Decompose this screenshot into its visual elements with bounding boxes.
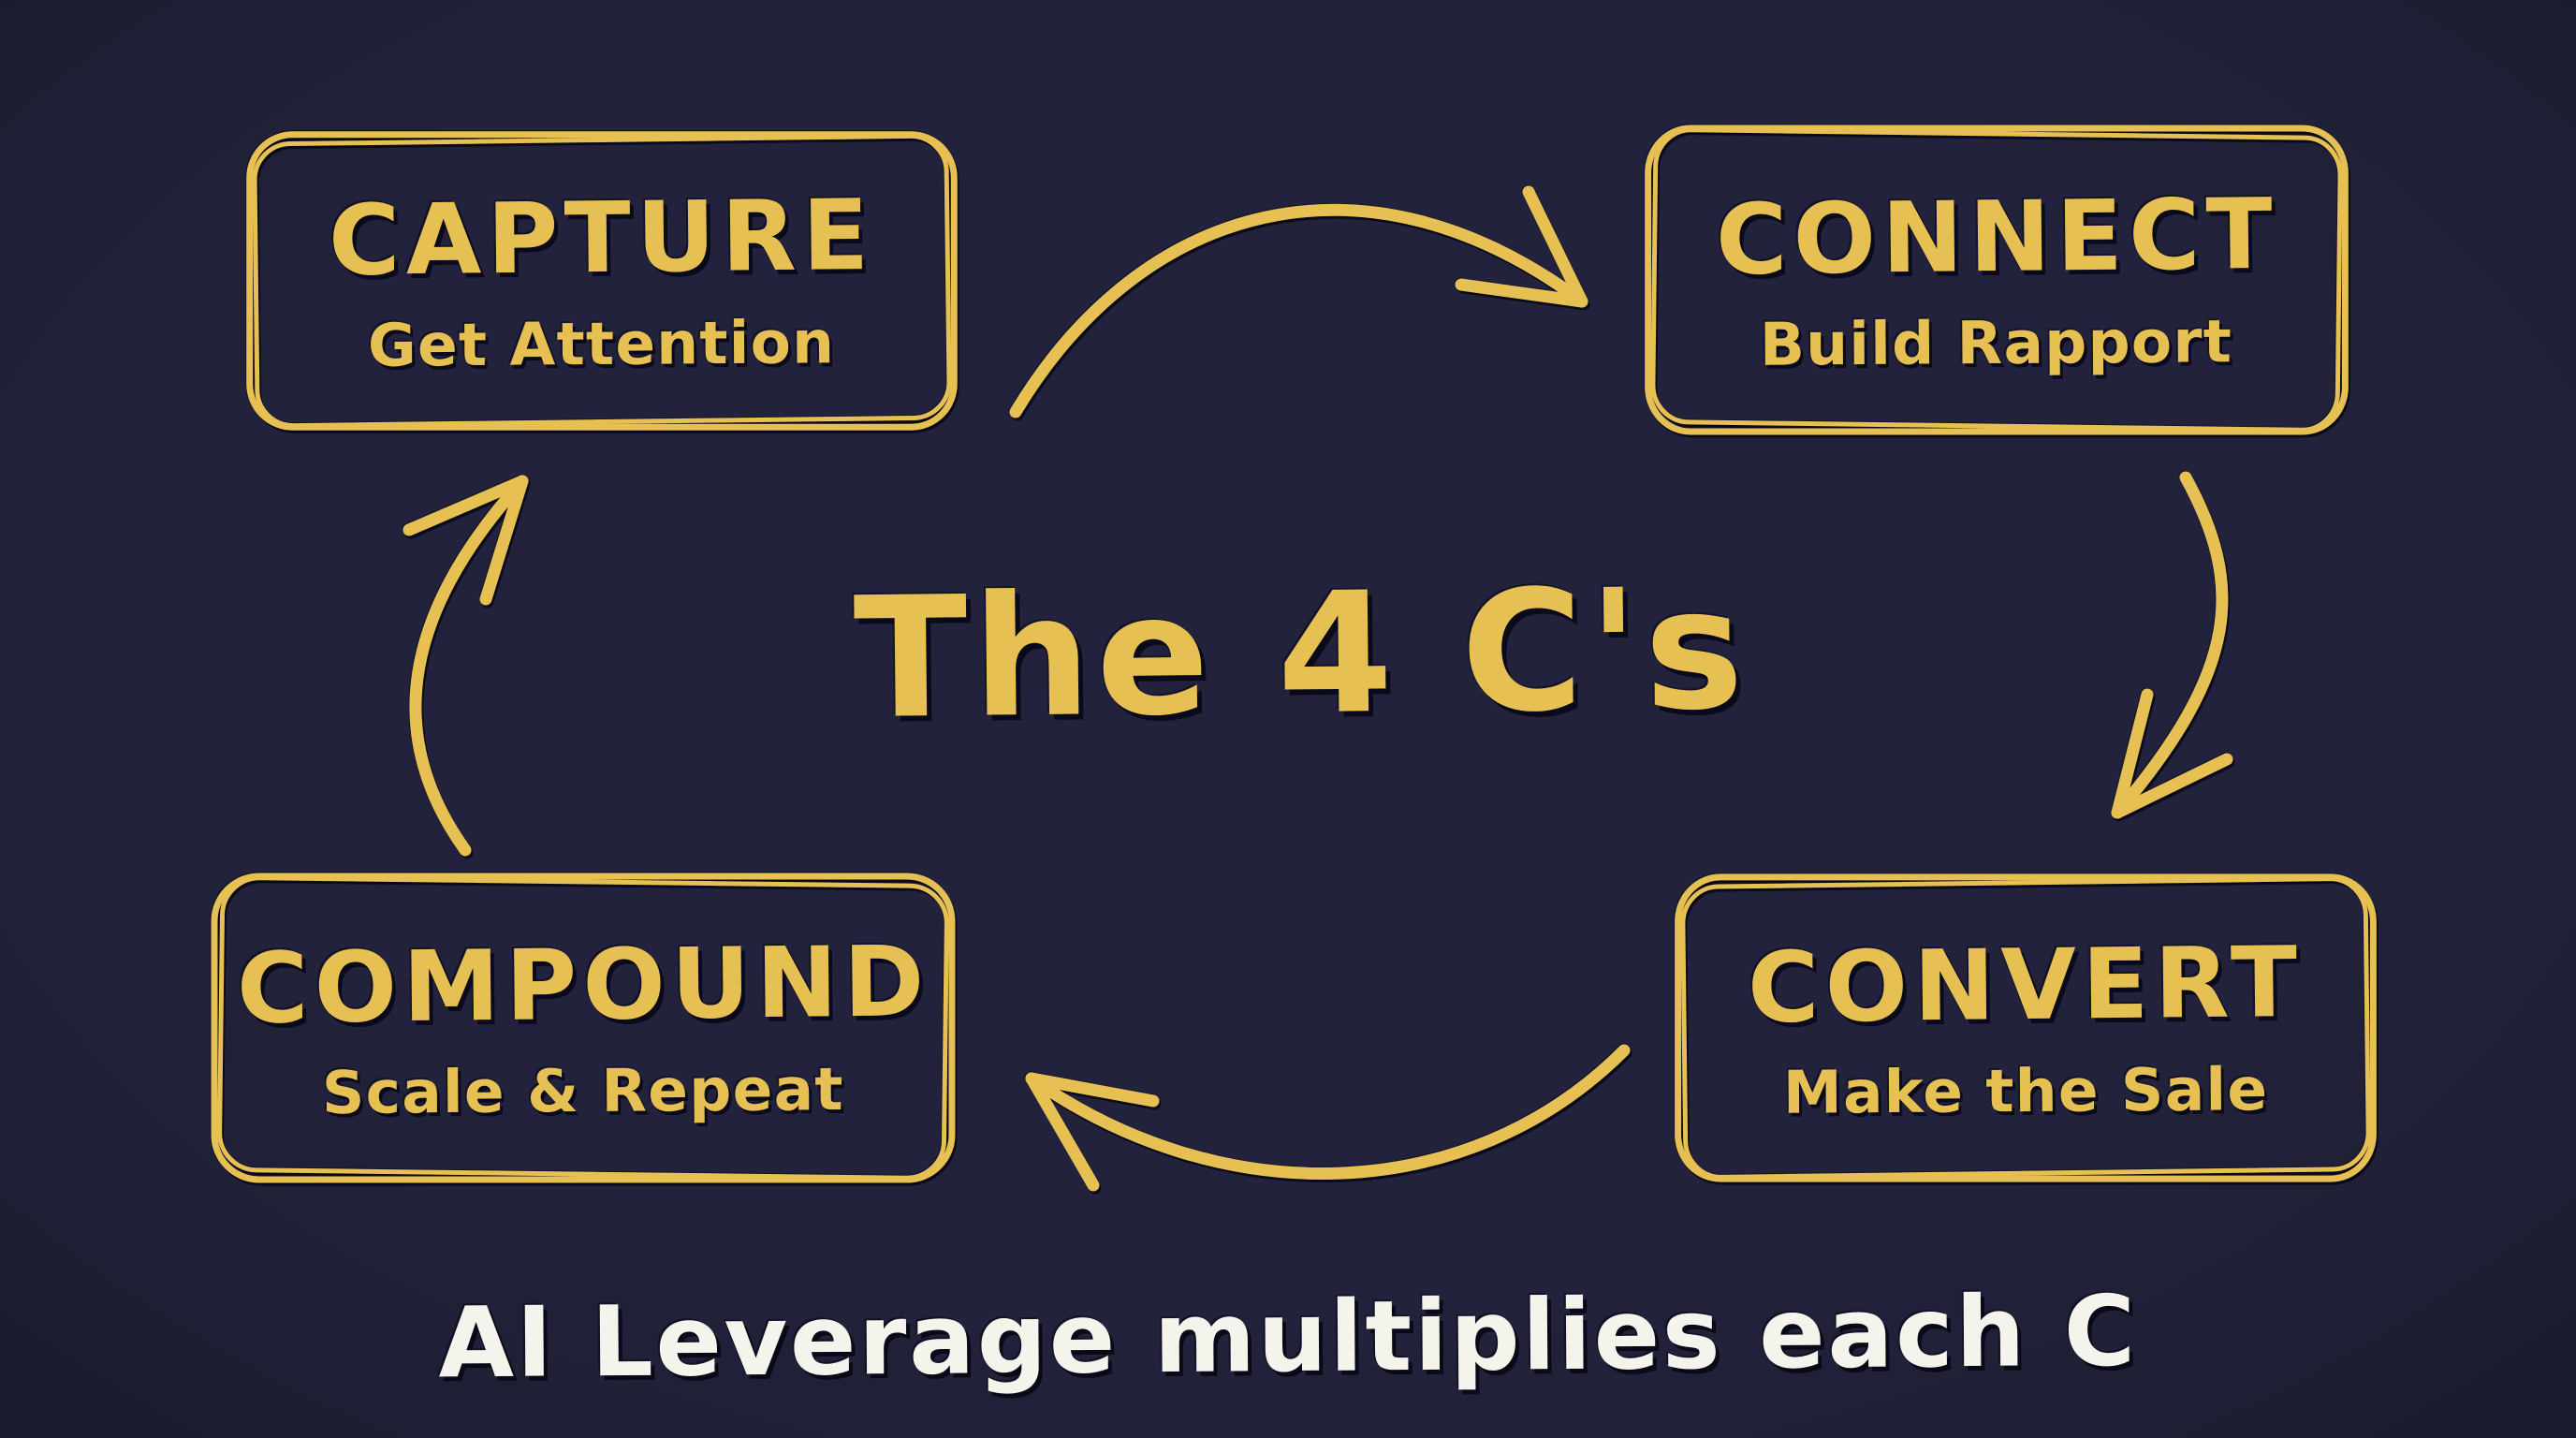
connect-to-convert-arrow [2111,471,2233,819]
convert-step-box: CONVERT Make the Sale [1672,871,2379,1185]
convert-subtitle: Make the Sale [1782,1054,2269,1127]
compound-step-box: COMPOUND Scale & Repeat [208,870,959,1186]
compound-subtitle: Scale & Repeat [321,1054,845,1127]
connect-label: CONNECT [1714,176,2279,297]
convert-label: CONVERT [1747,924,2305,1045]
capture-label: CAPTURE [328,177,876,298]
compound-label: COMPOUND [236,923,930,1046]
sketch-box-frame [208,870,959,1186]
capture-subtitle: Get Attention [368,307,836,380]
compound-to-capture-arrow [402,475,529,857]
sketch-box-frame [1672,871,2379,1185]
convert-to-compound-arrow [1025,1044,1631,1192]
connect-step-box: CONNECT Build Rapport [1642,122,2351,438]
capture-to-connect-arrow [1009,185,1588,418]
capture-step-box: CAPTURE Get Attention [243,128,960,433]
connect-subtitle: Build Rapport [1760,306,2233,379]
diagram-caption: AI Leverage multiplies each C [437,1273,2139,1401]
sketch-box-frame [1642,122,2351,438]
sketch-box-frame [243,128,960,433]
diagram-title: The 4 C's [853,551,1749,756]
